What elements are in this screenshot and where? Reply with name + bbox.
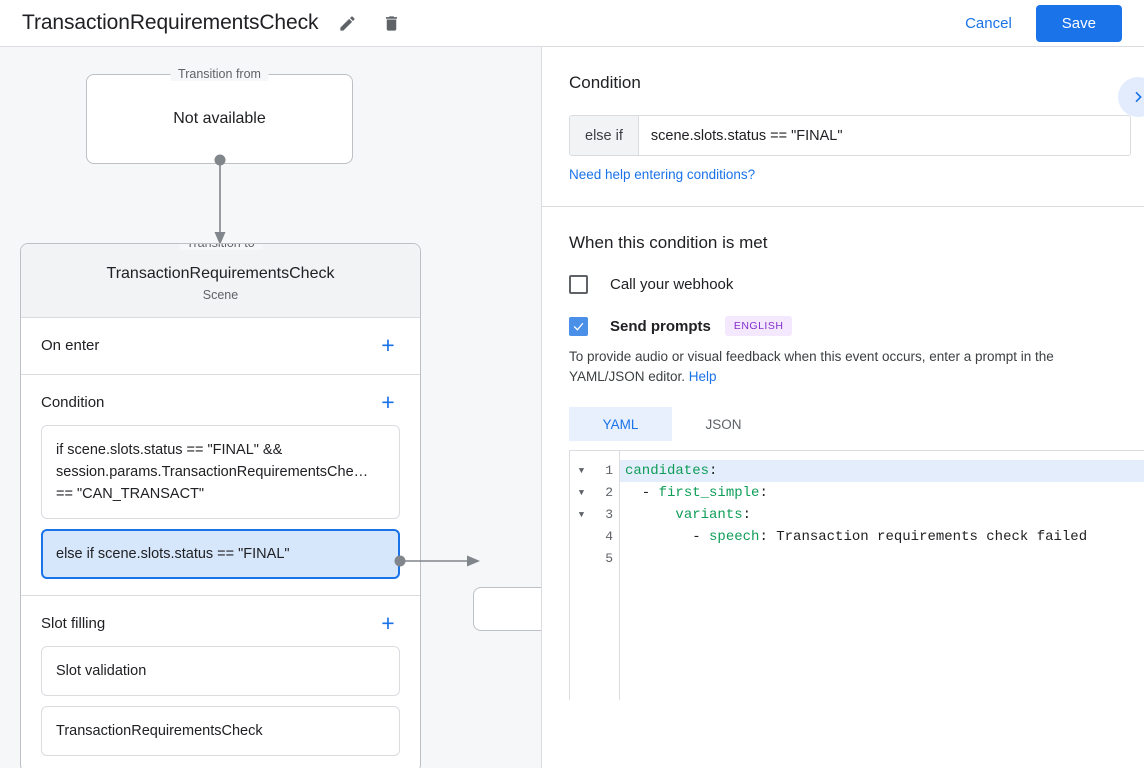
code-key: variants bbox=[675, 507, 742, 523]
language-badge: ENGLISH bbox=[725, 316, 793, 336]
fold-toggle[interactable]: ▼ bbox=[570, 482, 593, 504]
section-title-on-enter: On enter bbox=[41, 337, 99, 354]
code-indent: - bbox=[625, 529, 709, 545]
chevron-right-icon[interactable] bbox=[1118, 77, 1144, 117]
line-number: 5 bbox=[593, 548, 613, 570]
add-on-enter-button[interactable]: + bbox=[376, 333, 400, 357]
code-line[interactable] bbox=[620, 548, 1144, 570]
fold-toggle bbox=[570, 526, 593, 548]
connector-horizontal bbox=[394, 545, 484, 575]
code-colon: : bbox=[759, 485, 767, 501]
prompts-help-link[interactable]: Help bbox=[689, 369, 717, 384]
code-line[interactable]: candidates: bbox=[620, 460, 1144, 482]
code-editor[interactable]: ▼ ▼ ▼ 1 2 3 4 5 candidates: - first_simp… bbox=[569, 450, 1144, 700]
flow-canvas[interactable]: Transition from Not available Transition… bbox=[0, 47, 541, 768]
section-on-enter: On enter + bbox=[21, 318, 420, 375]
section-header: On enter + bbox=[41, 332, 400, 358]
code-line[interactable]: - speech: Transaction requirements check… bbox=[620, 526, 1144, 548]
top-bar: TransactionRequirementsCheck Cancel Save bbox=[0, 0, 1144, 47]
condition-item[interactable]: if scene.slots.status == "FINAL" && sess… bbox=[41, 425, 400, 519]
slot-filling-item[interactable]: Slot validation bbox=[41, 646, 400, 696]
transition-from-value: Not available bbox=[173, 110, 266, 128]
transition-from-box[interactable]: Transition from Not available bbox=[86, 74, 353, 164]
code-indent bbox=[625, 507, 675, 523]
scene-name: TransactionRequirementsCheck bbox=[31, 265, 410, 283]
line-number: 4 bbox=[593, 526, 613, 548]
code-line[interactable]: variants: bbox=[620, 504, 1144, 526]
condition-input[interactable] bbox=[639, 116, 1130, 155]
webhook-checkbox-row[interactable]: Call your webhook bbox=[569, 275, 1117, 294]
code-indent: - bbox=[625, 485, 659, 501]
connector-vertical bbox=[190, 155, 250, 250]
transition-to-legend: Transition to bbox=[178, 243, 262, 250]
slot-filling-item[interactable]: TransactionRequirementsCheck bbox=[41, 706, 400, 756]
fold-toggle[interactable]: ▼ bbox=[570, 504, 593, 526]
condition-prefix-label: else if bbox=[570, 116, 639, 155]
code-colon: : bbox=[759, 529, 767, 545]
editor-fold-gutter[interactable]: ▼ ▼ ▼ bbox=[570, 451, 593, 700]
scene-type-label: Scene bbox=[31, 288, 410, 302]
save-button[interactable]: Save bbox=[1036, 5, 1122, 42]
pencil-icon[interactable] bbox=[332, 8, 362, 38]
section-slot-filling: Slot filling + Slot validation Transacti… bbox=[21, 596, 420, 768]
section-title-slot-filling: Slot filling bbox=[41, 615, 105, 632]
section-condition: Condition + if scene.slots.status == "FI… bbox=[21, 375, 420, 596]
prompts-checkbox[interactable] bbox=[569, 317, 588, 336]
trash-icon[interactable] bbox=[376, 8, 406, 38]
line-number: 1 bbox=[593, 460, 613, 482]
prompts-label: Send prompts bbox=[610, 318, 711, 335]
webhook-checkbox[interactable] bbox=[569, 275, 588, 294]
fold-toggle bbox=[570, 548, 593, 570]
page-title: TransactionRequirementsCheck bbox=[22, 11, 318, 35]
transition-from-legend: Transition from bbox=[170, 67, 269, 81]
editor-tabs: YAML JSON bbox=[569, 407, 1117, 441]
section-header: Slot filling + bbox=[41, 610, 400, 636]
details-panel: Condition else if Need help entering con… bbox=[541, 47, 1144, 768]
editor-line-numbers: 1 2 3 4 5 bbox=[593, 451, 620, 700]
editor-code-area[interactable]: candidates: - first_simple: variants: - … bbox=[620, 451, 1144, 700]
line-number: 3 bbox=[593, 504, 613, 526]
code-value: Transaction requirements check failed bbox=[768, 529, 1087, 545]
prompts-checkbox-row[interactable]: Send prompts ENGLISH bbox=[569, 316, 1117, 336]
code-key: first_simple bbox=[659, 485, 760, 501]
tab-yaml[interactable]: YAML bbox=[569, 407, 672, 441]
prompts-hint: To provide audio or visual feedback when… bbox=[569, 347, 1117, 387]
code-colon: : bbox=[743, 507, 751, 523]
transition-to-card: Transition to TransactionRequirementsChe… bbox=[20, 243, 421, 768]
panel-condition-heading: Condition bbox=[569, 73, 1117, 93]
add-slot-filling-button[interactable]: + bbox=[376, 611, 400, 635]
code-key: candidates bbox=[625, 463, 709, 479]
condition-input-row[interactable]: else if bbox=[569, 115, 1131, 156]
webhook-label: Call your webhook bbox=[610, 276, 733, 293]
panel-condition-section: Condition else if Need help entering con… bbox=[542, 47, 1144, 207]
add-condition-button[interactable]: + bbox=[376, 390, 400, 414]
code-key: speech bbox=[709, 529, 759, 545]
fold-toggle[interactable]: ▼ bbox=[570, 460, 593, 482]
tab-json[interactable]: JSON bbox=[672, 407, 775, 441]
scene-card-header[interactable]: TransactionRequirementsCheck Scene bbox=[21, 244, 420, 318]
section-title-condition: Condition bbox=[41, 394, 104, 411]
code-colon: : bbox=[709, 463, 717, 479]
target-node-placeholder[interactable] bbox=[473, 587, 541, 631]
code-line[interactable]: - first_simple: bbox=[620, 482, 1144, 504]
prompts-hint-text: To provide audio or visual feedback when… bbox=[569, 349, 1054, 384]
cancel-button[interactable]: Cancel bbox=[951, 7, 1026, 40]
panel-met-heading: When this condition is met bbox=[569, 233, 1117, 253]
section-header: Condition + bbox=[41, 389, 400, 415]
line-number: 2 bbox=[593, 482, 613, 504]
condition-item-selected[interactable]: else if scene.slots.status == "FINAL" bbox=[41, 529, 400, 579]
panel-met-section: When this condition is met Call your web… bbox=[542, 207, 1144, 722]
condition-help-link[interactable]: Need help entering conditions? bbox=[569, 167, 755, 182]
